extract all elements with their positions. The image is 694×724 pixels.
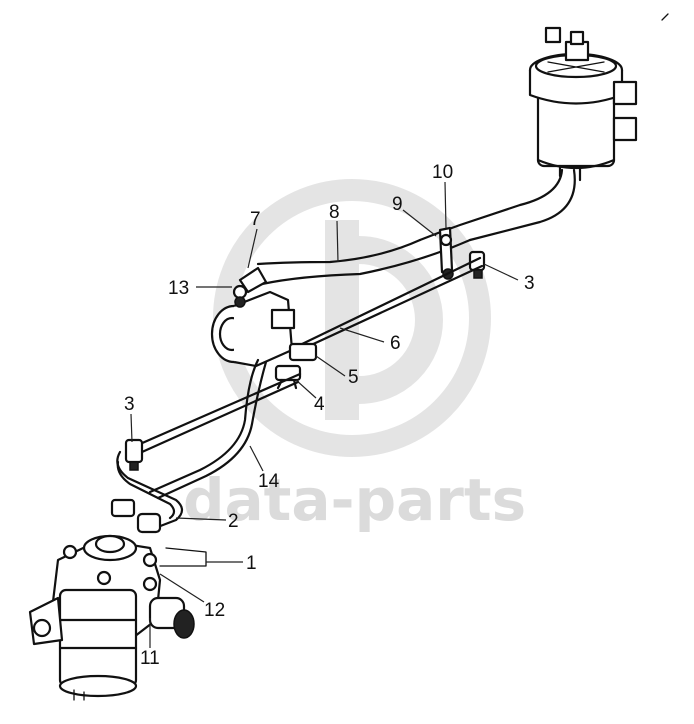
- callout-12: 12: [204, 600, 225, 621]
- clamp-icon: [124, 438, 144, 471]
- fitting-icon: [110, 498, 162, 534]
- return-hose: [418, 168, 564, 242]
- callout-2: 2: [228, 511, 239, 532]
- callout-7: 7: [250, 209, 261, 230]
- corner-mark: [661, 13, 669, 21]
- callout-10: 10: [432, 162, 453, 183]
- watermark-text: data-parts: [183, 466, 526, 534]
- callout-8: 8: [329, 202, 340, 223]
- callout-3-left: 3: [124, 394, 135, 415]
- pressure-pipe: [298, 256, 482, 347]
- callout-6: 6: [390, 333, 401, 354]
- callout-13: 13: [168, 278, 189, 299]
- leader-lines: [130, 181, 519, 648]
- suction-hose: [256, 238, 422, 266]
- steering-gear-icon: [28, 534, 195, 701]
- callout-9: 9: [392, 194, 403, 215]
- pressure-hose: [148, 358, 260, 494]
- callout-3-right: 3: [524, 273, 535, 294]
- callout-1: 1: [246, 553, 257, 574]
- callout-11: 11: [140, 648, 160, 669]
- pump-icon: [210, 266, 296, 368]
- fitting-icon: [274, 342, 318, 390]
- reservoir-icon: [528, 26, 638, 182]
- callout-14: 14: [258, 471, 280, 492]
- callout-4: 4: [314, 394, 325, 415]
- callout-5: 5: [348, 367, 359, 388]
